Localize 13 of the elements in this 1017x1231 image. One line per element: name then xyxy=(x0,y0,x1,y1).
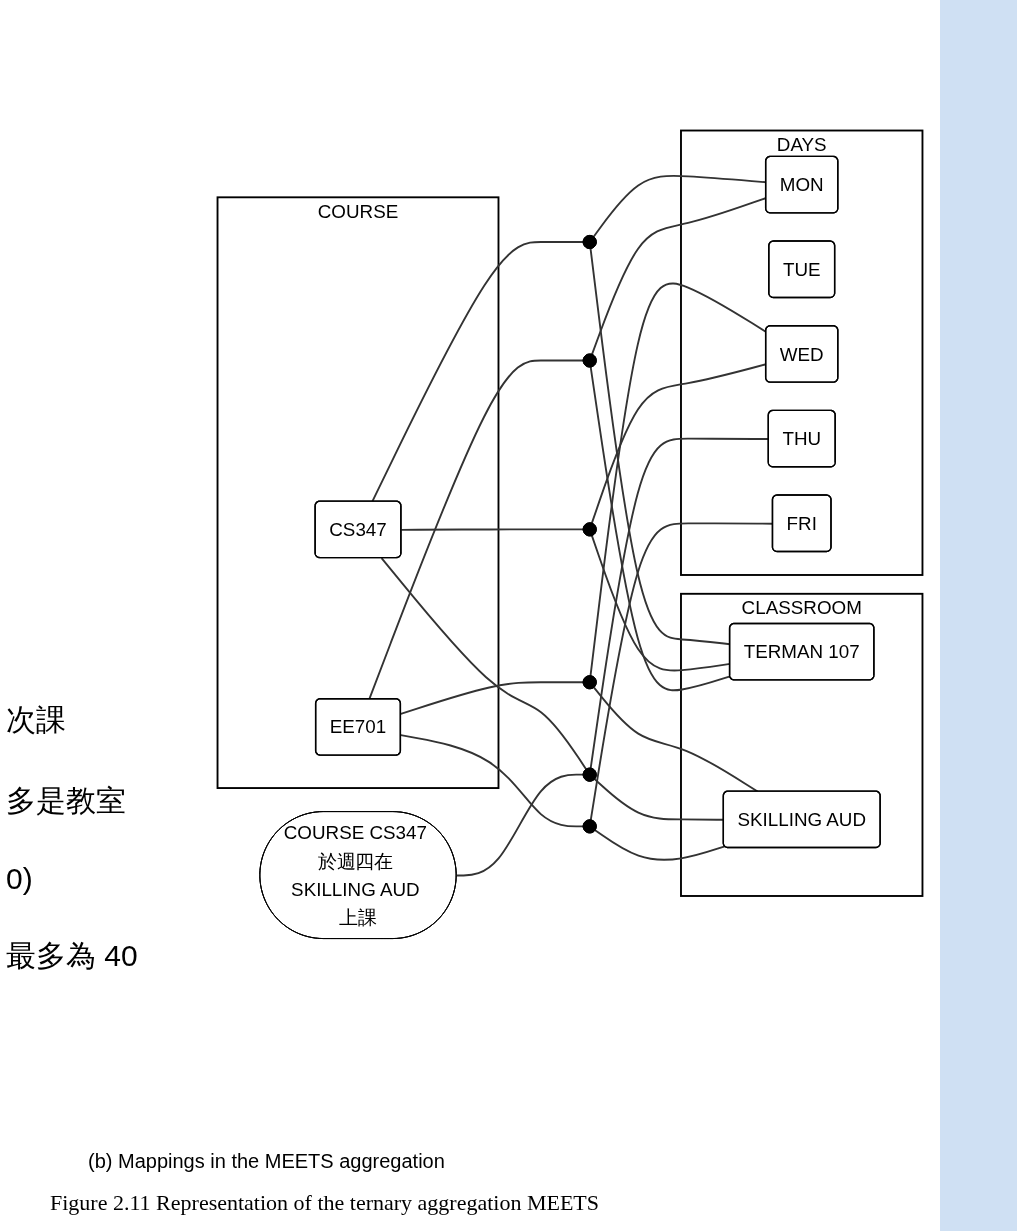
figure-caption: Figure 2.11 Representation of the ternary aggregation MEETS xyxy=(50,1190,600,1215)
connector xyxy=(371,241,585,503)
connector xyxy=(594,829,726,862)
connector xyxy=(400,528,585,532)
connector xyxy=(380,557,588,771)
subfigure-caption: (b) Mappings in the MEETS aggregation xyxy=(88,1150,445,1173)
connector xyxy=(592,686,759,793)
slide-text: 多是教室 xyxy=(6,783,127,819)
slide-text: 0) xyxy=(6,862,34,896)
slide-text: 次課 xyxy=(6,702,67,738)
connector xyxy=(368,360,585,701)
connector xyxy=(455,774,585,877)
slide-text: 最多為 40 xyxy=(6,938,139,974)
